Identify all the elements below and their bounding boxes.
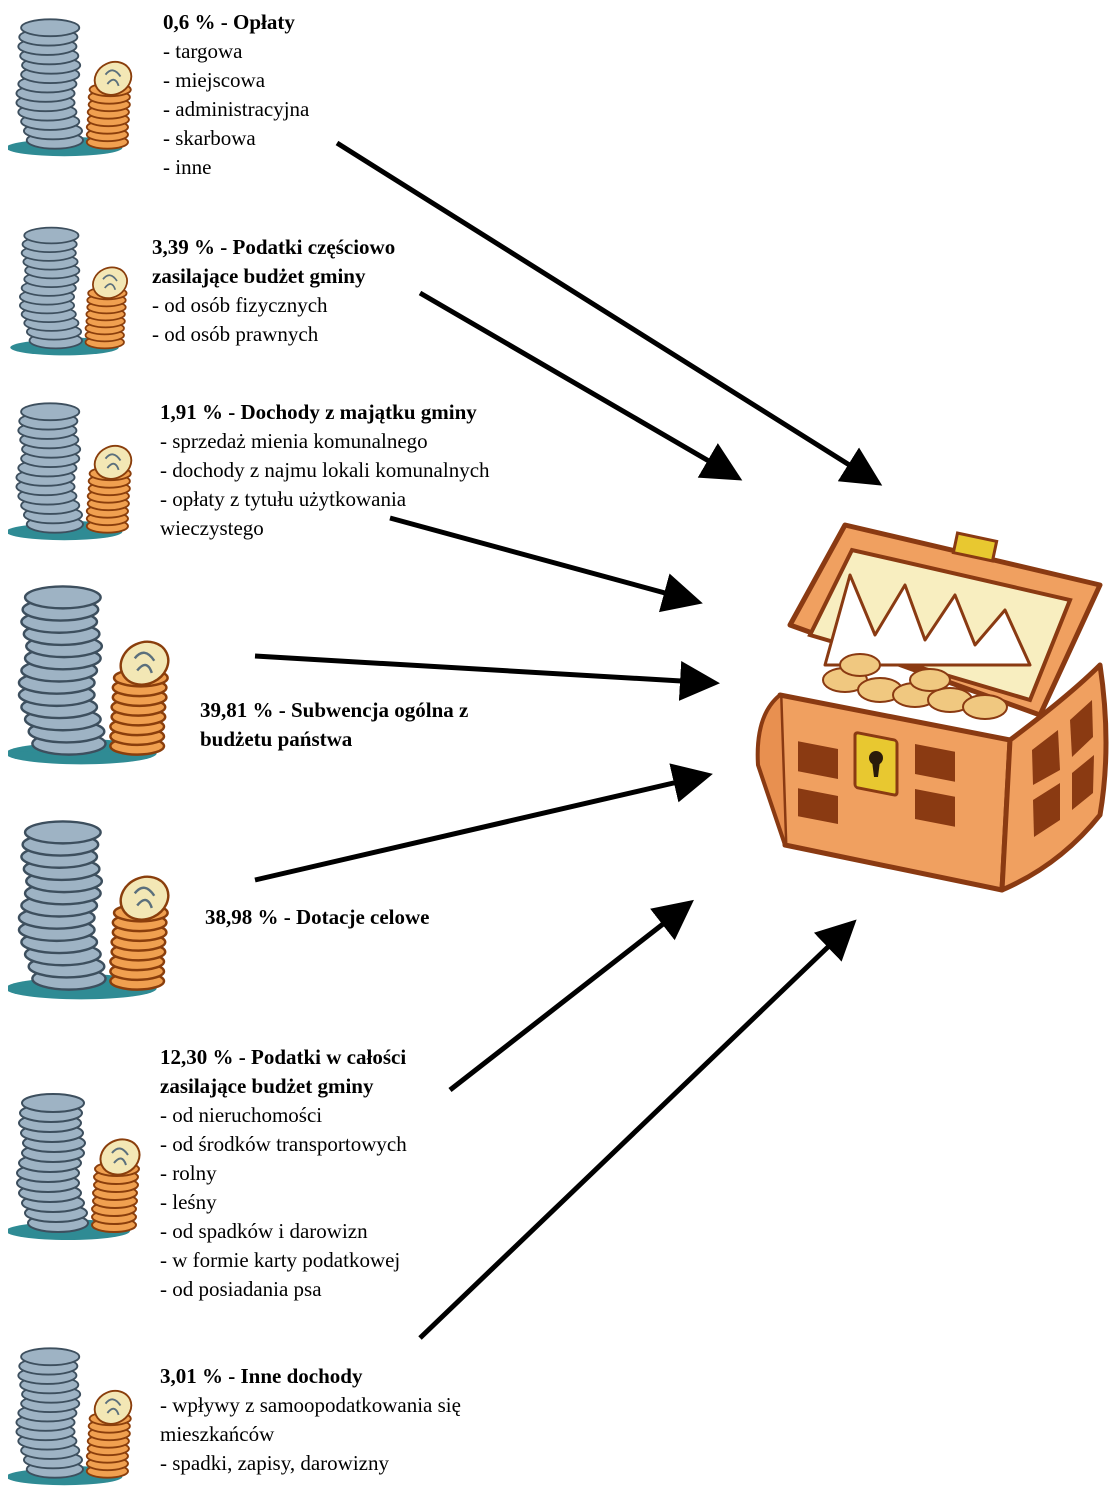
source-dochody-majatku: 1,91 % - Dochody z majątku gminy - sprze…: [160, 398, 490, 543]
arrow-icon: [418, 919, 857, 1340]
list-item: - w formie karty podatkowej: [160, 1248, 401, 1272]
list-item: - rolny: [160, 1161, 217, 1185]
source-title: zasilające budżet gminy: [160, 1074, 374, 1098]
source-title: 3,39 % - Podatki częściowo: [152, 235, 396, 259]
arrow-icon: [254, 653, 720, 701]
source-title: zasilające budżet gminy: [152, 264, 366, 288]
arrow-icon: [418, 290, 743, 481]
source-title: 38,98 % - Dotacje celowe: [205, 905, 430, 929]
list-item: mieszkańców: [160, 1422, 275, 1446]
list-item: - od posiadania psa: [160, 1277, 322, 1301]
list-item: - od osób prawnych: [152, 322, 319, 346]
list-item: - skarbowa: [163, 126, 256, 150]
source-title: 39,81 % - Subwencja ogólna z: [200, 698, 469, 722]
list-item: - spadki, zapisy, darowizny: [160, 1451, 389, 1475]
list-item: - sprzedaż mienia komunalnego: [160, 429, 428, 453]
list-item: - miejscowa: [163, 68, 266, 92]
source-inne-dochody: 3,01 % - Inne dochody - wpływy z samoopo…: [160, 1362, 461, 1478]
list-item: wieczystego: [160, 516, 264, 540]
arrow-icon: [335, 140, 883, 486]
source-title: 12,30 % - Podatki w całości: [160, 1045, 407, 1069]
arrow-icon: [389, 515, 703, 613]
arrow-icon: [254, 763, 713, 883]
list-item: - od nieruchomości: [160, 1103, 323, 1127]
source-subwencja: 39,81 % - Subwencja ogólna z budżetu pań…: [200, 696, 468, 754]
list-item: - inne: [163, 155, 212, 179]
arrow-icon: [448, 899, 694, 1092]
source-title: 1,91 % - Dochody z majątku gminy: [160, 400, 477, 424]
list-item: - dochody z najmu lokali komunalnych: [160, 458, 490, 482]
treasure-chest-icon: [755, 522, 1109, 893]
source-title: 0,6 % - Opłaty: [163, 10, 295, 34]
list-item: - od spadków i darowizn: [160, 1219, 368, 1243]
source-title: 3,01 % - Inne dochody: [160, 1364, 363, 1388]
list-item: - leśny: [160, 1190, 217, 1214]
list-item: - opłaty z tytułu użytkowania: [160, 487, 407, 511]
list-item: - od środków transportowych: [160, 1132, 407, 1156]
list-item: - od osób fizycznych: [152, 293, 328, 317]
list-item: - targowa: [163, 39, 243, 63]
list-item: - wpływy z samoopodatkowania się: [160, 1393, 461, 1417]
list-item: - administracyjna: [163, 97, 310, 121]
source-podatki-calosci: 12,30 % - Podatki w całości zasilające b…: [160, 1043, 407, 1304]
source-podatki-czesciowo: 3,39 % - Podatki częściowo zasilające bu…: [152, 233, 395, 349]
source-title: budżetu państwa: [200, 727, 353, 751]
source-oplaty: 0,6 % - Opłaty - targowa - miejscowa - a…: [163, 8, 309, 182]
source-dotacje: 38,98 % - Dotacje celowe: [205, 903, 430, 932]
